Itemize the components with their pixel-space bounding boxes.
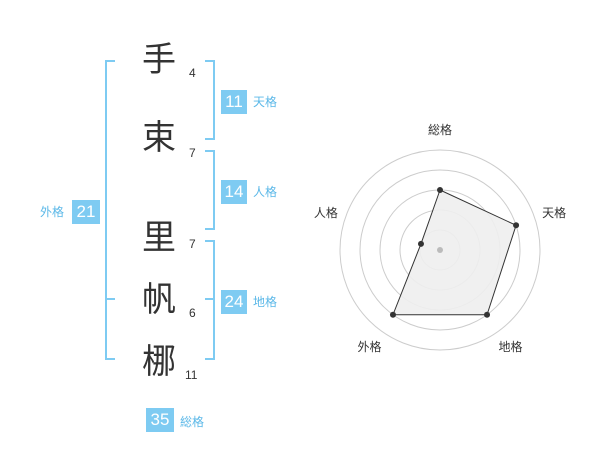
stroke-count-3: 7 xyxy=(189,237,196,251)
tenkaku-label: 天格 xyxy=(253,95,278,109)
radar-axis-label-2: 天格 xyxy=(542,205,566,220)
name-char-4: 帆 xyxy=(142,280,176,320)
jinkaku-label: 人格 xyxy=(253,185,278,199)
chikaku-value: 24 xyxy=(221,290,247,314)
chikaku-bracket xyxy=(205,240,215,360)
stroke-count-1: 4 xyxy=(189,66,196,80)
soukaku-value: 35 xyxy=(146,408,174,432)
radar-point-2 xyxy=(513,222,520,229)
radar-ring xyxy=(339,149,541,351)
chikaku-label: 地格 xyxy=(253,295,278,309)
chikaku-divider xyxy=(205,298,215,300)
name-char-3: 里 xyxy=(142,218,176,258)
radar-point-5 xyxy=(417,240,424,247)
gaikaku-value: 21 xyxy=(72,200,100,224)
gaikaku-bracket xyxy=(105,60,115,360)
radar-axis-label-4: 外格 xyxy=(357,339,381,354)
name-char-1: 手 xyxy=(142,40,176,80)
radar-center-dot xyxy=(437,247,443,253)
radar-axis-label-3: 地格 xyxy=(499,339,523,354)
stroke-count-5: 11 xyxy=(185,368,198,382)
stroke-count-4: 6 xyxy=(189,306,196,320)
name-char-5: 梛 xyxy=(142,342,176,382)
soukaku-label: 総格 xyxy=(180,415,205,429)
radar-polygon xyxy=(392,189,517,316)
jinkaku-bracket xyxy=(205,150,215,230)
gaikaku-label: 外格 xyxy=(40,205,65,219)
radar-point-3 xyxy=(484,311,491,318)
tenkaku-bracket xyxy=(205,60,215,140)
radar-axis-label-1: 総格 xyxy=(428,122,452,137)
radar-ring xyxy=(359,169,521,331)
gaikaku-divider xyxy=(105,298,115,300)
radar-axis-label-5: 人格 xyxy=(314,205,338,220)
name-char-2: 束 xyxy=(142,118,176,158)
radar-point-1 xyxy=(437,187,443,193)
radar-points xyxy=(389,187,520,318)
tenkaku-value: 11 xyxy=(221,90,247,114)
radar-point-4 xyxy=(389,311,396,318)
stroke-count-2: 7 xyxy=(189,146,196,160)
jinkaku-value: 14 xyxy=(221,180,247,204)
